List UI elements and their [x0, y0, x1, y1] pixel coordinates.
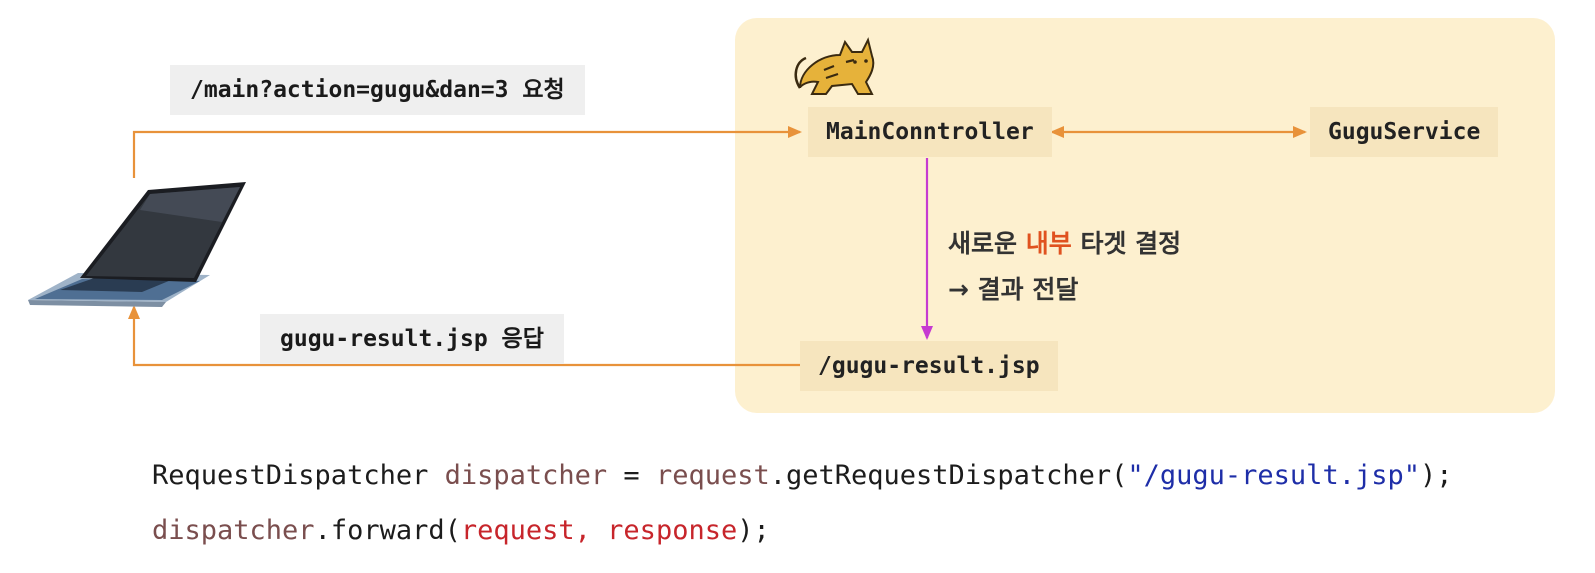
request-label: /main?action=gugu&dan=3 요청 — [170, 65, 585, 115]
code-end: ); — [1419, 460, 1453, 491]
code-var-2: dispatcher — [152, 515, 315, 546]
code-method-2: .forward( — [314, 515, 461, 546]
forward-note-line1: 새로운 내부 타겟 결정 — [948, 224, 1181, 260]
response-arrow — [128, 305, 800, 367]
code-method: .getRequestDispatcher( — [769, 460, 1128, 491]
code-end-2: ); — [737, 515, 770, 546]
code-type: RequestDispatcher — [152, 460, 429, 491]
result-page-node: /gugu-result.jsp — [800, 341, 1058, 391]
gugu-service-node: GuguService — [1310, 107, 1499, 157]
code-obj: request — [655, 460, 770, 491]
code-args: request, response — [460, 515, 738, 546]
request-arrow — [132, 126, 802, 178]
note-text-after: 타겟 결정 — [1071, 229, 1182, 258]
response-label: gugu-result.jsp 응답 — [260, 314, 564, 364]
forward-note-line2: → 결과 전달 — [948, 275, 1079, 304]
note-text-before: 새로운 — [948, 229, 1026, 258]
laptop-icon — [28, 182, 246, 307]
note-highlight: 내부 — [1025, 229, 1072, 258]
tomcat-icon — [794, 37, 875, 95]
code-line-1: RequestDispatcher dispatcher = request.g… — [152, 460, 1453, 491]
code-var: dispatcher — [444, 460, 608, 491]
code-line-2: dispatcher.forward(request, response); — [152, 515, 770, 546]
code-eq: = — [607, 460, 656, 491]
main-controller-node: MainConntroller — [808, 107, 1052, 157]
code-string: "/gugu-result.jsp" — [1127, 460, 1420, 491]
